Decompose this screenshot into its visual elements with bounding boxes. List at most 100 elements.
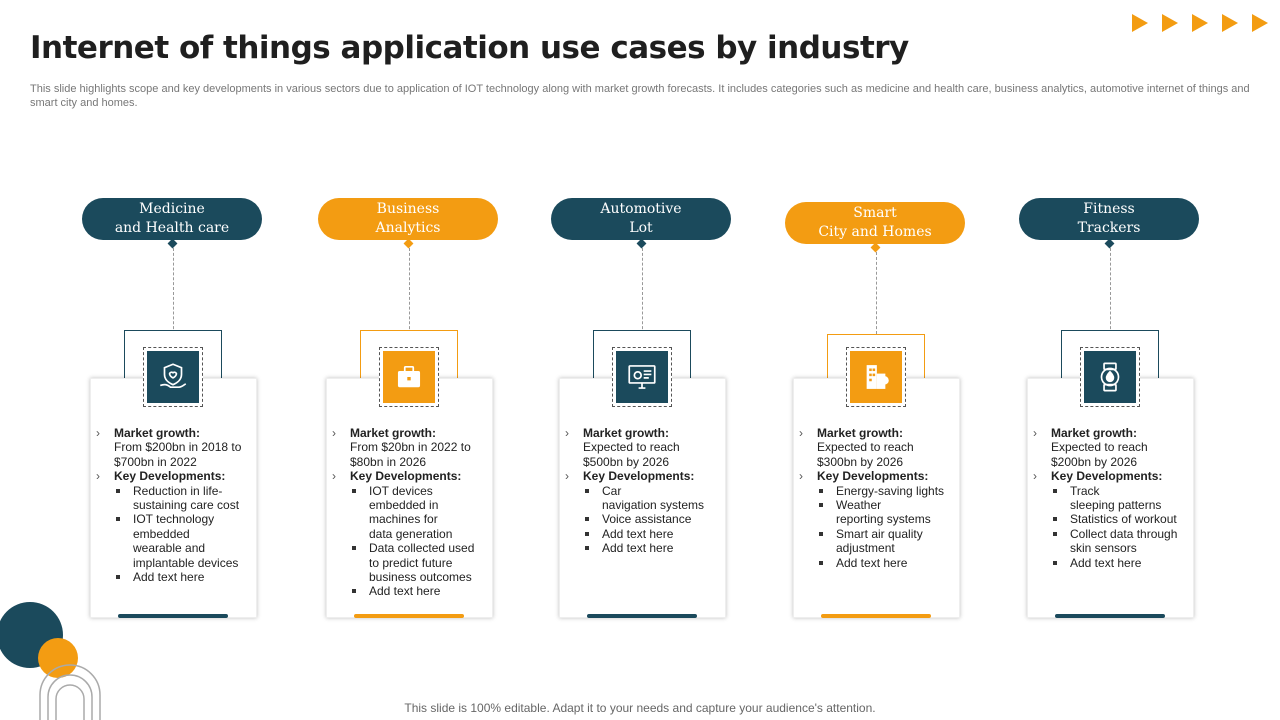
bullet-square-icon — [819, 503, 823, 508]
slide-title: Internet of things application use cases… — [30, 30, 909, 66]
development-text: Add text here — [133, 570, 205, 585]
chevron-right-icon: › — [96, 426, 100, 440]
industry-title-line: Smart — [853, 205, 897, 221]
industry-icon-frame — [1080, 347, 1140, 407]
industry-title-line: Trackers — [1077, 220, 1141, 236]
industry-title-line: City and Homes — [818, 224, 932, 240]
industry-title-line: Medicine — [139, 201, 205, 217]
market-growth-text: $200bn by 2026 — [1051, 454, 1138, 469]
development-item: Voice assistance — [565, 512, 723, 526]
industry-icon-frame — [846, 347, 906, 407]
development-text: Add text here — [602, 541, 674, 556]
development-text: embedded in — [369, 498, 439, 513]
development-text: navigation systems — [602, 498, 705, 513]
development-text: adjustment — [836, 541, 895, 556]
bullet-square-icon — [1053, 488, 1057, 493]
bullet-square-icon — [352, 589, 356, 594]
key-developments-label: Key Developments: — [114, 469, 226, 484]
market-growth-text: Expected to reach — [817, 440, 914, 455]
development-text: Add text here — [836, 555, 908, 570]
market-growth-label: Market growth: — [817, 426, 904, 440]
development-text: sustaining care cost — [133, 498, 240, 513]
card-accent-bar — [1055, 614, 1165, 618]
market-growth-text: $300bn by 2026 — [817, 454, 904, 469]
bullet-square-icon — [116, 517, 120, 522]
connector-line — [409, 248, 410, 334]
bullet-square-icon — [352, 488, 356, 493]
card-accent-bar — [354, 614, 464, 618]
chevron-right-icon: › — [96, 469, 100, 484]
market-growth-label: Market growth: — [1051, 426, 1138, 440]
development-item: Add text here — [1033, 556, 1191, 570]
development-text: Add text here — [1070, 555, 1142, 570]
industry-icon-frame — [379, 347, 439, 407]
market-growth-text: $700bn in 2022 — [114, 454, 197, 469]
bullet-square-icon — [352, 546, 356, 551]
card-content: › Market growth:Expected to reach$200bn b… — [1033, 426, 1191, 570]
industry-card — [326, 378, 493, 618]
development-text: sleeping patterns — [1070, 498, 1162, 513]
development-text: to predict future — [369, 555, 453, 570]
development-text: IOT devices — [369, 483, 433, 498]
connector-line — [1110, 248, 1111, 334]
market-growth-text: From $20bn in 2022 to — [350, 440, 471, 455]
card-content: ›Market growth:From $200bn in 2018 to$70… — [96, 426, 254, 584]
city-buildings-icon — [850, 351, 902, 403]
bullet-square-icon — [585, 488, 589, 493]
industry-title-line: Business — [376, 201, 440, 217]
development-item: Add text here — [565, 527, 723, 541]
monitor-gear-icon — [616, 351, 668, 403]
slide-footer: This slide is 100% editable. Adapt it to… — [404, 701, 876, 715]
development-text: Reduction in life- — [133, 483, 223, 498]
play-arrow-icon — [1192, 14, 1208, 32]
connector-diamond — [403, 238, 414, 249]
development-item: Statistics of workout — [1033, 512, 1191, 526]
bullet-square-icon — [1053, 560, 1057, 565]
development-text: Add text here — [369, 584, 441, 599]
development-text: machines for — [369, 512, 438, 527]
industry-title-line: Fitness — [1083, 201, 1135, 217]
chevron-right-icon: › — [799, 469, 803, 484]
development-item: Add text here — [96, 570, 254, 584]
play-arrow-icon — [1222, 14, 1238, 32]
connector-diamond — [636, 238, 647, 249]
bullet-square-icon — [819, 488, 823, 493]
chevron-right-icon: › — [1033, 426, 1037, 440]
card-content: › Market growth:Expected to reach$300bn b… — [799, 426, 957, 570]
bullet-square-icon — [585, 531, 589, 536]
development-item: Energy-saving lights — [799, 484, 957, 498]
market-growth-text: $80bn in 2026 — [350, 454, 427, 469]
development-item: Add text here — [332, 584, 490, 598]
industry-title-line: Analytics — [375, 220, 441, 236]
development-text: skin sensors — [1070, 541, 1137, 556]
card-accent-bar — [821, 614, 931, 618]
connector-diamond — [167, 238, 178, 249]
decorative-arrows — [1132, 12, 1272, 34]
connector-diamond — [870, 242, 881, 253]
market-growth-label: Market growth: — [114, 426, 201, 440]
development-text: reporting systems — [836, 512, 931, 527]
card-content: › Market growth:From $20bn in 2022 to$80b… — [332, 426, 490, 599]
industry-card — [559, 378, 726, 618]
development-item: Add text here — [799, 556, 957, 570]
development-item: Add text here — [565, 541, 723, 555]
development-text: data generation — [369, 526, 453, 541]
chevron-right-icon: › — [1033, 469, 1037, 484]
connector-line — [173, 248, 174, 334]
chevron-right-icon: › — [332, 426, 336, 440]
market-growth-text: Expected to reach — [1051, 440, 1148, 455]
development-text: Statistics of workout — [1070, 512, 1177, 527]
chevron-right-icon: › — [565, 469, 569, 484]
market-growth-label: Market growth: — [350, 426, 437, 440]
development-text: Collect data through — [1070, 526, 1178, 541]
bullet-square-icon — [819, 560, 823, 565]
card-accent-bar — [118, 614, 228, 618]
